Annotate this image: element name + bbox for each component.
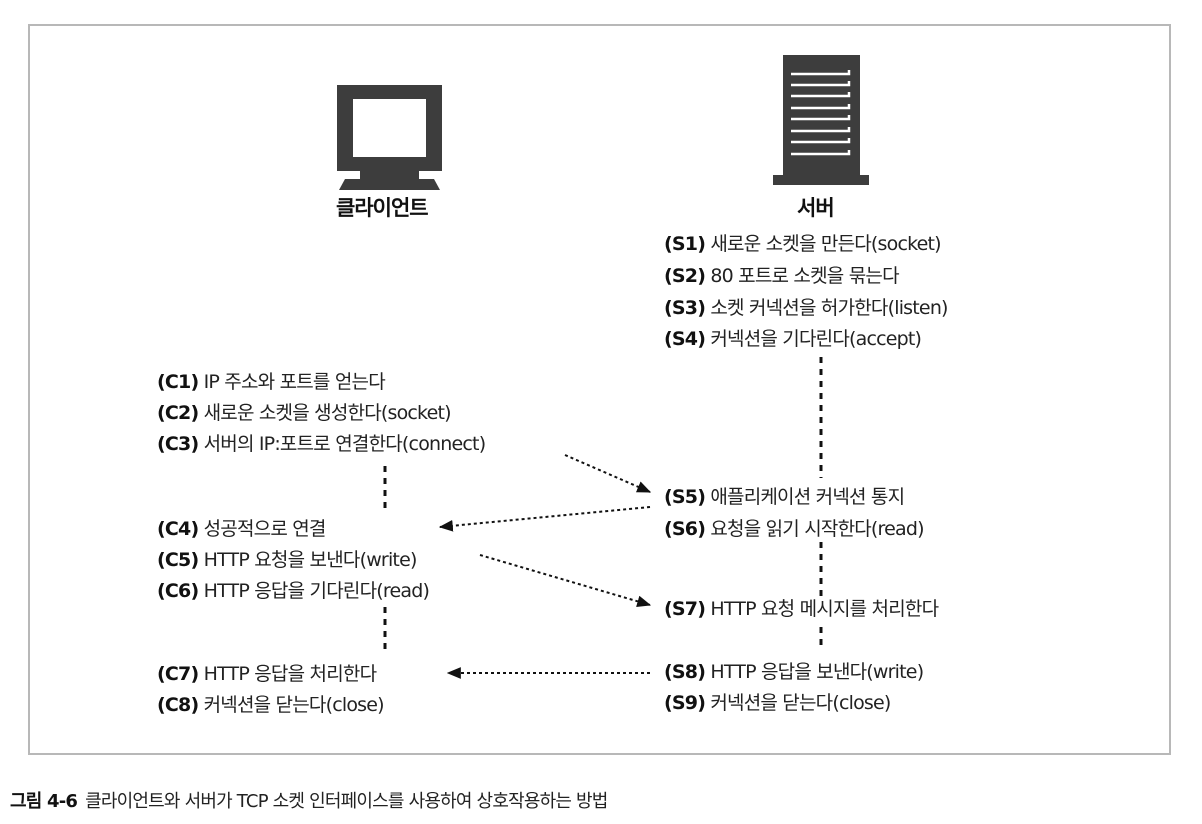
client-step-c5: (C5) HTTP 요청을 보낸다(write) [157,548,417,572]
step-id: (C7) [157,663,199,685]
figure-caption: 그림 4-6 클라이언트와 서버가 TCP 소켓 인터페이스를 사용하여 상호작용… [10,787,608,813]
step-id: (S9) [664,692,706,714]
step-id: (S1) [664,233,706,255]
server-step-s3: (S3) 소켓 커넥션을 허가한다(listen) [664,296,948,320]
step-text: 새로운 소켓을 만든다(socket) [710,233,941,255]
step-text: 커넥션을 기다린다(accept) [710,328,922,350]
step-id: (S5) [664,486,706,508]
caption-label: 그림 4-6 [10,791,78,812]
step-id: (S8) [664,661,706,683]
step-id: (S7) [664,598,706,620]
step-text: HTTP 응답을 기다린다(read) [203,580,430,602]
step-text: 소켓 커넥션을 허가한다(listen) [710,297,948,319]
computer-monitor-icon [337,85,442,190]
server-step-s6: (S6) 요청을 읽기 시작한다(read) [664,517,925,541]
arrow-connect-c3-to-s5 [564,454,652,493]
step-text: 80 포트로 소켓을 묶는다 [710,265,899,287]
client-heading: 클라이언트 [336,196,429,220]
step-id: (S3) [664,297,706,319]
caption-text: 클라이언트와 서버가 TCP 소켓 인터페이스를 사용하여 상호작용하는 방법 [85,791,608,812]
step-id: (S4) [664,328,706,350]
client-step-c7: (C7) HTTP 응답을 처리한다 [157,662,377,686]
step-text: 커넥션을 닫는다(close) [710,692,891,714]
step-id: (C3) [157,433,199,455]
step-id: (C4) [157,518,199,540]
client-step-c3: (C3) 서버의 IP:포트로 연결한다(connect) [157,432,487,456]
step-text: IP 주소와 포트를 얻는다 [203,371,386,393]
step-text: 커넥션을 닫는다(close) [203,694,385,716]
step-text: 애플리케이션 커넥션 통지 [710,486,905,508]
server-step-s5: (S5) 애플리케이션 커넥션 통지 [664,485,905,509]
step-text: 새로운 소켓을 생성한다(socket) [203,402,452,424]
step-id: (C1) [157,371,199,393]
step-text: 요청을 읽기 시작한다(read) [710,518,924,540]
client-step-c4: (C4) 성공적으로 연결 [157,517,326,541]
step-id: (C6) [157,580,199,602]
step-id: (C5) [157,549,199,571]
client-step-c2: (C2) 새로운 소켓을 생성한다(socket) [157,401,452,425]
server-step-s8: (S8) HTTP 응답을 보낸다(write) [664,660,924,684]
step-text: HTTP 요청 메시지를 처리한다 [710,598,939,620]
client-step-c8: (C8) 커넥션을 닫는다(close) [157,693,385,717]
step-text: HTTP 요청을 보낸다(write) [203,549,418,571]
step-id: (S2) [664,265,706,287]
server-step-s4: (S4) 커넥션을 기다린다(accept) [664,327,922,351]
server-step-s7: (S7) HTTP 요청 메시지를 처리한다 [664,597,939,621]
step-text: HTTP 응답을 처리한다 [203,663,377,685]
step-id: (C8) [157,694,199,716]
server-step-s9: (S9) 커넥션을 닫는다(close) [664,691,891,715]
arrow-request-c5-to-s7 [479,554,652,607]
figure-frame [28,24,1171,755]
arrow-accept-s5-to-c4 [438,506,651,532]
client-step-c6: (C6) HTTP 응답을 기다린다(read) [157,579,430,603]
server-heading: 서버 [797,196,835,220]
step-text: HTTP 응답을 보낸다(write) [710,661,924,683]
server-step-s2: (S2) 80 포트로 소켓을 묶는다 [664,264,900,288]
server-step-s1: (S1) 새로운 소켓을 만든다(socket) [664,232,942,256]
server-tower-icon [773,55,869,185]
step-text: 성공적으로 연결 [203,518,327,540]
step-text: 서버의 IP:포트로 연결한다(connect) [203,433,487,455]
client-step-c1: (C1) IP 주소와 포트를 얻는다 [157,370,386,394]
step-id: (C2) [157,402,199,424]
step-id: (S6) [664,518,706,540]
